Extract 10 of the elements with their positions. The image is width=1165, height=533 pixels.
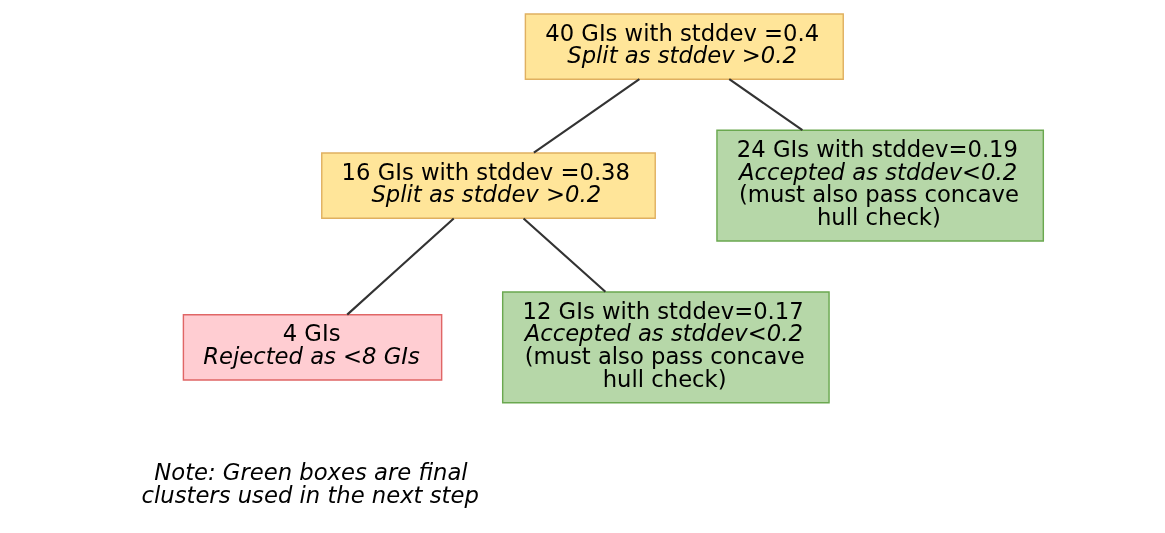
connector: [533, 78, 640, 154]
node-box: 4 GIs Rejected as <8 GIs: [182, 314, 443, 381]
node-box: 16 GIs with stddev =0.38 Split as stddev >0.2: [321, 152, 656, 219]
connector: [728, 78, 803, 131]
connector: [522, 217, 607, 293]
label: Note: Green boxes are final clusters used in the next step: [141, 459, 479, 509]
node-box: 24 GIs with stddev=0.19 Accepted as stddev<0.2 (must also pass concave hull check): [716, 129, 1045, 242]
node-box: 12 GIs with stddev=0.17 Accepted as stddev<0.2 (must also pass concave hull check): [501, 291, 830, 404]
node-box: 40 GIs with stddev =0.4 Split as stddev >0.2: [524, 13, 844, 80]
connector: [346, 217, 455, 316]
